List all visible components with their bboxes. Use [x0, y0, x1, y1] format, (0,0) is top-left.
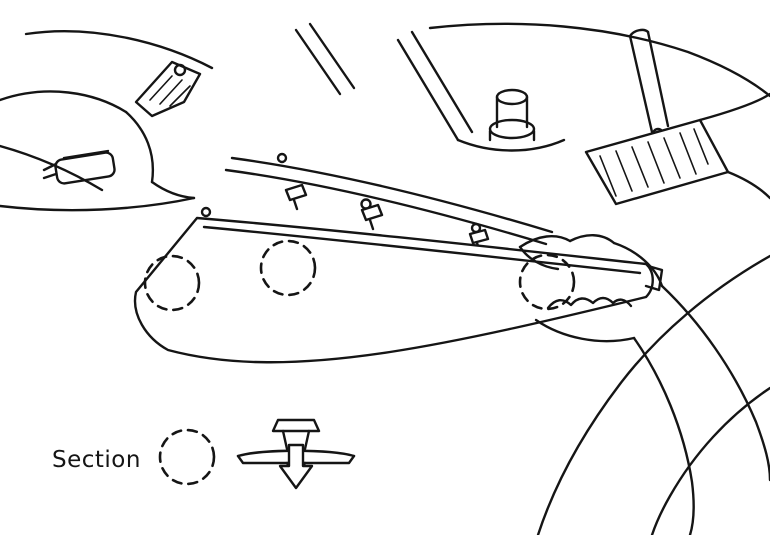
knuckles [546, 296, 633, 310]
edge-clip-1 [284, 183, 308, 211]
undercover-panel [133, 216, 664, 364]
column-cylinder-part [42, 149, 116, 185]
clip-location-markers [143, 239, 576, 312]
forearm-lower [632, 336, 695, 535]
clip-marker-left [143, 254, 201, 312]
console-body-curves [536, 254, 770, 535]
stud-bolt [488, 88, 536, 142]
shift-boot [584, 118, 730, 206]
edge-clip-2 [360, 198, 384, 231]
trim-edge-fasteners [200, 152, 554, 253]
shift-lever-assembly [584, 28, 770, 206]
dash-edge-lines [294, 22, 770, 152]
hand [518, 234, 770, 535]
legend: Section [52, 418, 356, 490]
clip-marker-middle [259, 239, 317, 297]
steering-column-assembly [0, 30, 214, 212]
forearm-upper [660, 284, 770, 482]
legend-section-circle [158, 428, 216, 486]
column-lever [134, 60, 202, 118]
down-arrow-icon [278, 443, 314, 490]
legend-label: Section [52, 447, 141, 473]
clip-marker-right [518, 253, 576, 311]
